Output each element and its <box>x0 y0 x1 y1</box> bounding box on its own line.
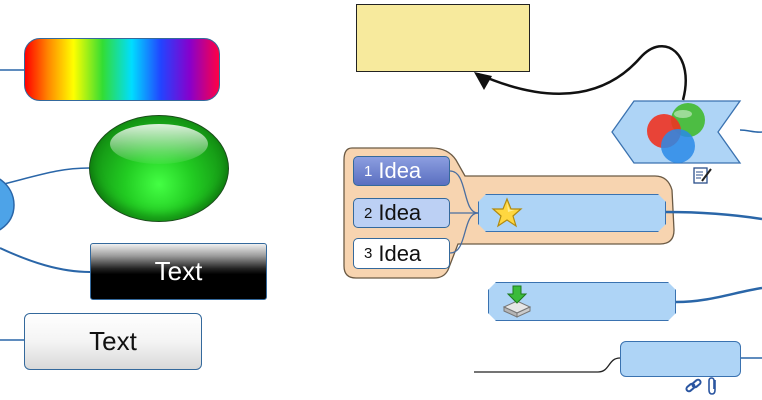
black-gradient-topic[interactable]: Text <box>90 243 267 300</box>
connector-flag-topic <box>739 129 762 133</box>
link-topic[interactable] <box>620 341 741 377</box>
paperclip-icon[interactable] <box>706 376 720 396</box>
glass-highlight <box>110 124 208 164</box>
connector-glass <box>0 167 90 186</box>
idea-label: Idea <box>378 200 422 225</box>
black-topic-label: Text <box>154 256 203 286</box>
idea-item-2[interactable]: 2 Idea <box>353 198 450 228</box>
star-topic[interactable] <box>478 194 666 232</box>
idea-number: 2 <box>364 204 373 222</box>
connector-download-topic <box>675 286 762 304</box>
edit-note-icon <box>693 167 712 184</box>
link-icon[interactable] <box>684 377 704 395</box>
download-tray-icon <box>502 285 532 318</box>
connector-idea-1 <box>449 170 479 214</box>
white-topic-label: Text <box>89 326 137 356</box>
central-topic-edge[interactable] <box>0 172 15 236</box>
connector-idea-3 <box>449 212 479 254</box>
relationship-arrowhead <box>474 72 492 90</box>
relationship-arrow[interactable] <box>477 45 687 101</box>
idea-item-3[interactable]: 3 Idea <box>353 238 450 269</box>
rainbow-topic[interactable] <box>24 38 220 101</box>
yellow-note-box[interactable] <box>356 4 530 72</box>
idea-item-1[interactable]: 1 Idea <box>353 156 450 186</box>
connector-star-topic <box>665 210 762 221</box>
connector-black <box>0 247 91 273</box>
star-icon <box>491 197 523 228</box>
connector-line-bottom <box>474 357 621 373</box>
idea-label: Idea <box>378 158 422 183</box>
idea-number: 1 <box>364 162 373 180</box>
idea-number: 3 <box>364 245 373 262</box>
green-glass-topic[interactable] <box>89 115 229 222</box>
white-gradient-topic[interactable]: Text <box>24 313 202 370</box>
color-circles-icon <box>647 103 705 163</box>
idea-label: Idea <box>378 240 422 266</box>
